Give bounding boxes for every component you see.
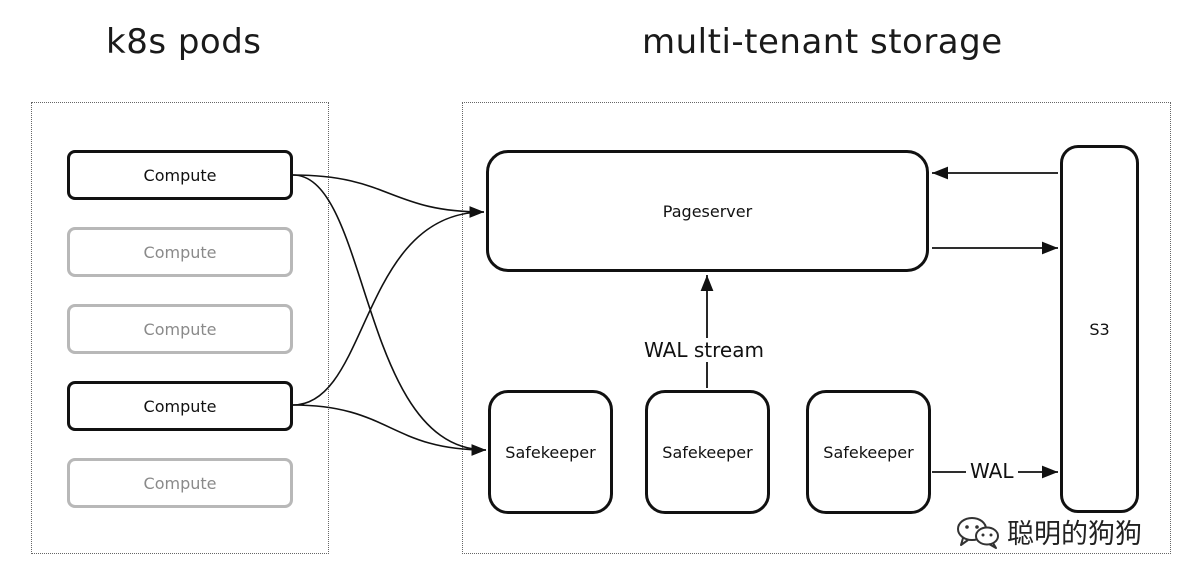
safekeeper-node-1: Safekeeper: [488, 390, 613, 514]
edge-compute-4-to-pageserver: [292, 206, 485, 406]
safekeeper-node-2: Safekeeper: [645, 390, 770, 514]
safekeeper-node-3: Safekeeper: [806, 390, 931, 514]
compute-node-2: Compute: [67, 227, 293, 277]
compute-node-1: Compute: [67, 150, 293, 200]
wal-stream-label: WAL stream: [640, 338, 768, 362]
edge-compute-1-to-safekeeper: [292, 174, 487, 456]
watermark: 聪明的狗狗: [955, 512, 1142, 551]
wechat-icon: [957, 516, 999, 549]
pods-section-title: k8s pods: [106, 22, 262, 62]
k8s-pods-frame: [31, 102, 329, 554]
edge-compute-4-to-safekeeper: [292, 404, 487, 456]
storage-section-title: multi-tenant storage: [642, 22, 1003, 62]
storage-frame: [462, 102, 1171, 554]
pageserver-node: Pageserver: [486, 150, 929, 272]
wal-label: WAL: [966, 459, 1018, 483]
compute-node-4: Compute: [67, 381, 293, 431]
compute-node-3: Compute: [67, 304, 293, 354]
compute-node-5: Compute: [67, 458, 293, 508]
watermark-text: 聪明的狗狗: [1007, 519, 1142, 550]
edge-compute-1-to-pageserver: [292, 174, 485, 218]
s3-node: S3: [1060, 145, 1139, 513]
